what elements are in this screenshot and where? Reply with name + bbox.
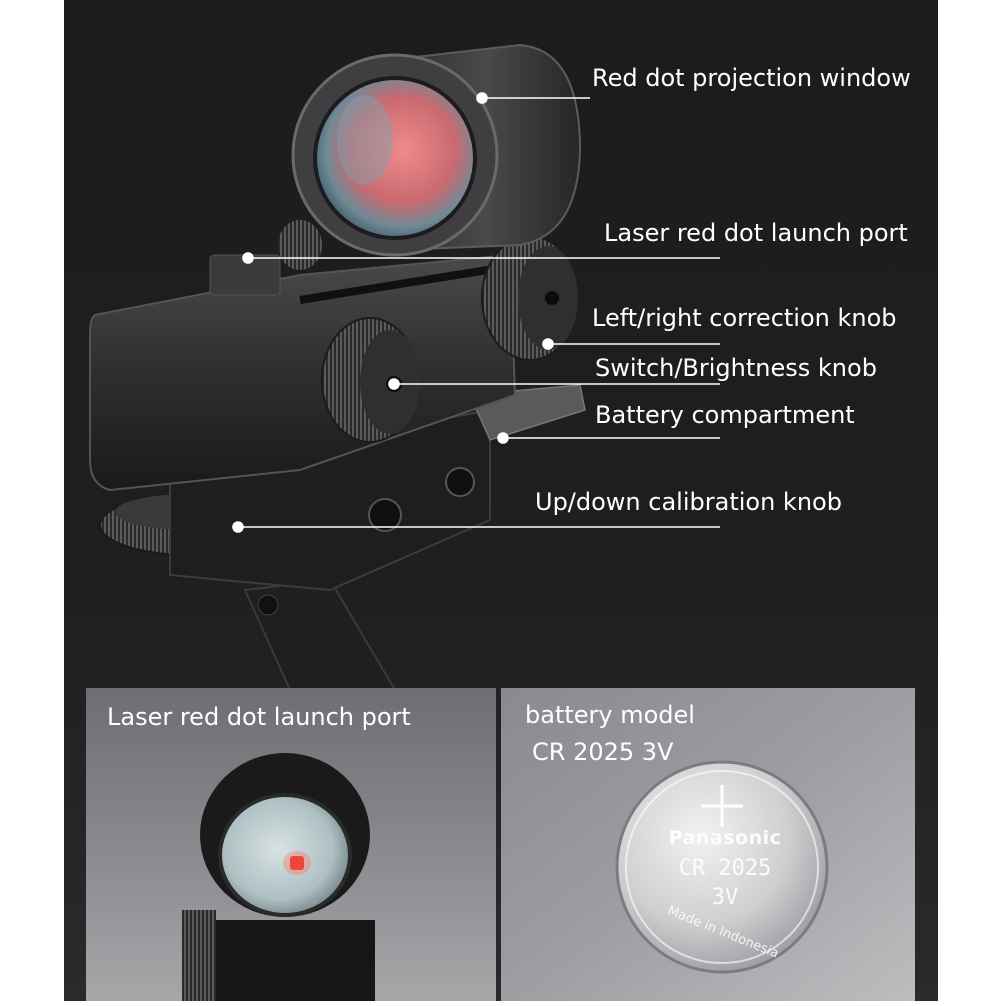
coin-rim	[625, 770, 819, 964]
lr-knob-center	[545, 291, 559, 305]
label-lr-knob: Left/right correction knob	[592, 304, 897, 332]
coin-brand: Panasonic	[668, 827, 782, 849]
bracket-screw	[257, 594, 279, 616]
inset-left-title: Laser red dot launch port	[107, 703, 411, 731]
inset-right-title: battery model	[525, 701, 695, 729]
label-switch-knob: Switch/Brightness knob	[595, 354, 877, 382]
small-thumb-knob	[278, 220, 322, 270]
main-body	[89, 253, 517, 492]
label-updown-knob: Up/down calibration knob	[535, 488, 842, 516]
port-side-knob	[182, 910, 216, 1001]
body-slot	[299, 264, 501, 304]
lens-reflection	[337, 95, 393, 185]
coin-model: CR 2025	[678, 856, 772, 881]
label-battery-compartment: Battery compartment	[595, 401, 855, 429]
mount-screw-1	[368, 498, 402, 532]
label-projection-window: Red dot projection window	[592, 64, 911, 92]
port-lens	[218, 793, 352, 917]
red-dot	[290, 856, 304, 870]
label-launch-port: Laser red dot launch port	[604, 219, 908, 247]
coin-voltage: 3V	[711, 885, 739, 910]
port-mount	[195, 920, 375, 1001]
mount-screw-2	[445, 467, 475, 497]
red-dot-glow	[283, 851, 311, 875]
callout-lines	[232, 92, 720, 533]
inset-right-subtitle: CR 2025 3V	[532, 738, 674, 766]
plus-icon	[701, 785, 743, 827]
projection-window-lens	[313, 76, 477, 240]
coin-battery	[615, 760, 829, 974]
